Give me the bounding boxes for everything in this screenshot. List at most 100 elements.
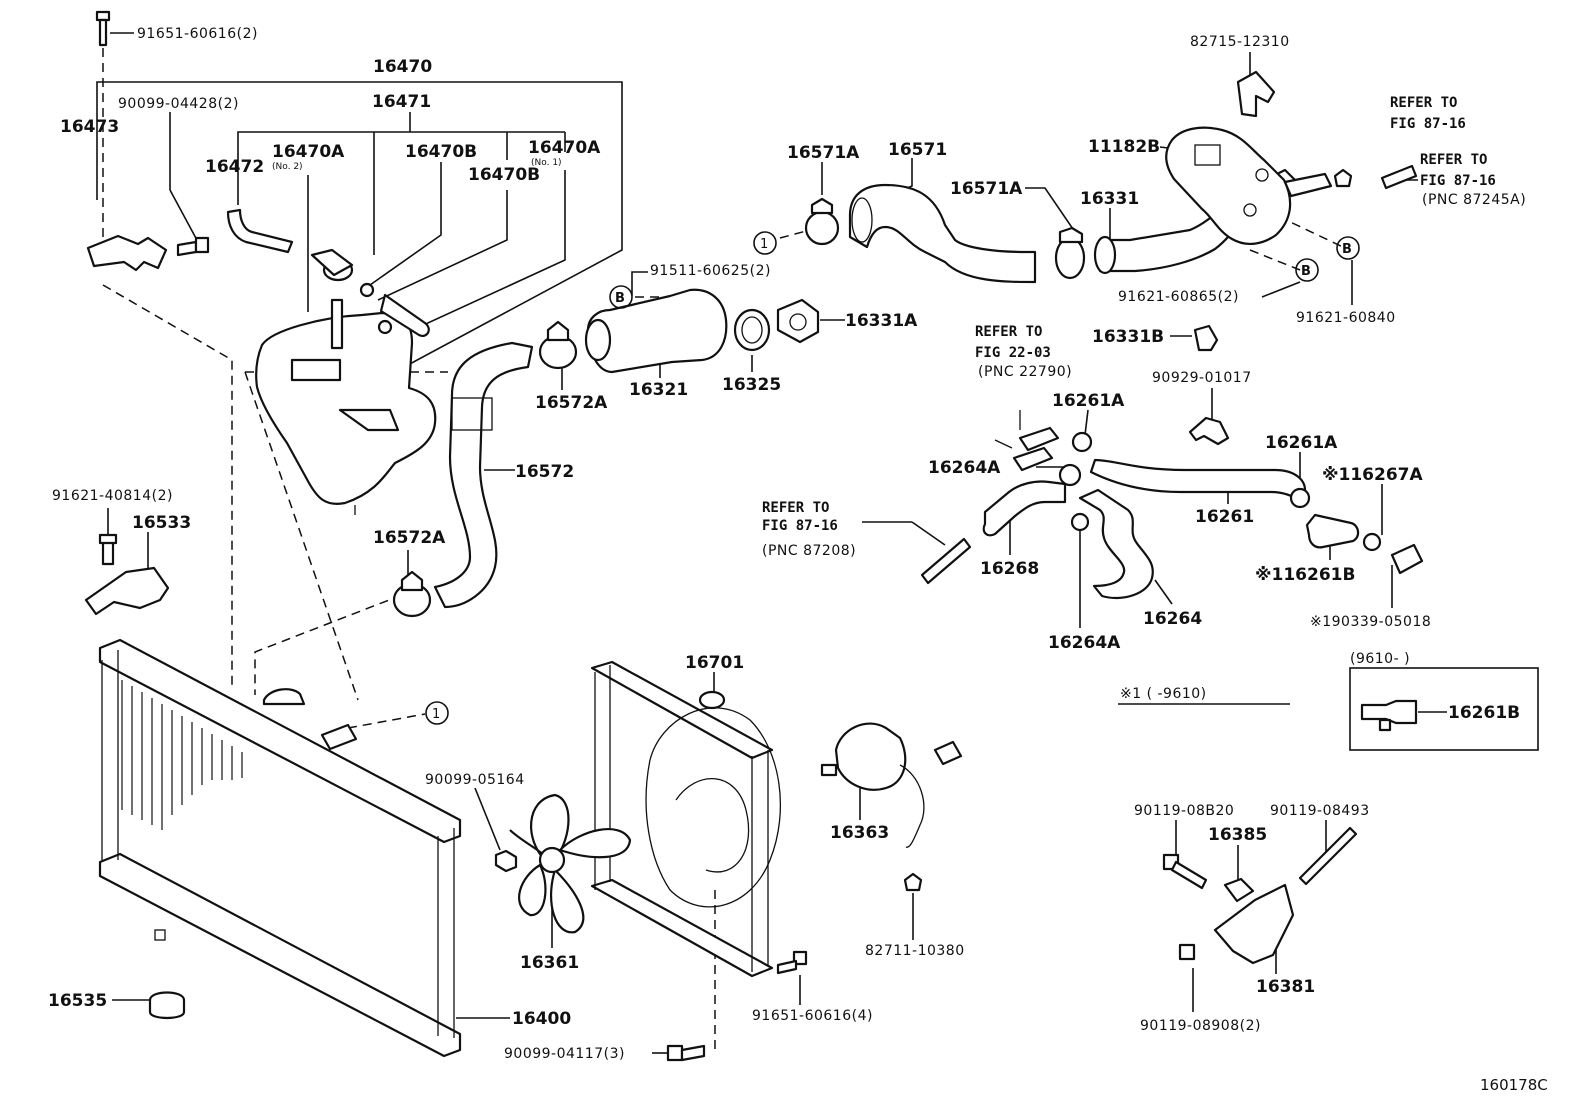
bolt-90099-04117 [666, 1044, 706, 1062]
figure-code: 160178C [1480, 1076, 1548, 1094]
hose-16472 [226, 208, 294, 254]
hose-16571 [848, 183, 1037, 284]
label-16470B-b: 16470B [468, 165, 540, 185]
water-inlet-housing [1093, 126, 1333, 275]
bolt-91651-60616-4 [776, 950, 808, 975]
label-16325: 16325 [722, 375, 781, 395]
label-16400: 16400 [512, 1009, 571, 1029]
nut-90099-05164 [494, 849, 518, 873]
label-16470: 16470 [373, 57, 432, 77]
ref-marker-B-a [609, 285, 633, 309]
label-11182B: 11182B [1088, 137, 1160, 157]
label-82715-12310: 82715-12310 [1190, 34, 1290, 50]
bracket-16381-group [1162, 826, 1358, 965]
label-16361: 16361 [520, 953, 579, 973]
clamp-16572A-bottom [392, 570, 432, 618]
label-16571: 16571 [888, 140, 947, 160]
label-16472: 16472 [205, 157, 264, 177]
label-16572A-top: 16572A [535, 393, 608, 413]
label-16321: 16321 [629, 380, 688, 400]
union-16261B [1305, 513, 1424, 575]
label-16264A-bottom: 16264A [1048, 633, 1121, 653]
label-pnc-87208: (PNC 87208) [762, 543, 856, 559]
clamp-16571A-right [1054, 226, 1086, 280]
label-90339-05018: ※190339-05018 [1310, 614, 1431, 630]
water-outlet-16321 [586, 288, 728, 374]
label-90099-04428-2: 90099-04428(2) [118, 96, 239, 112]
label-inset-16261B: 16261B [1448, 703, 1520, 723]
label-16261: 16261 [1195, 507, 1254, 527]
label-16535: 16535 [48, 991, 107, 1011]
bracket-16473 [86, 234, 168, 272]
ref-marker-1-a [753, 231, 777, 255]
sensor-90929-01017 [1188, 416, 1230, 446]
label-fig-87-16-3: FIG 87-16 [762, 518, 838, 534]
label-16261B: ※116261B [1255, 565, 1355, 585]
hose-16268 [982, 480, 1067, 537]
label-90099-05164: 90099-05164 [425, 772, 525, 788]
label-16331B: 16331B [1092, 327, 1164, 347]
hose-16470B [379, 293, 430, 337]
clamp-16264A [1070, 512, 1090, 532]
label-no1: (No. 1) [531, 158, 562, 168]
clamp-16261A-right [1289, 487, 1311, 509]
label-inset-range: (9610- ) [1350, 651, 1410, 667]
label-refer-to-1: REFER TO [1390, 95, 1457, 111]
label-refer-to-3: REFER TO [975, 324, 1042, 340]
label-pnc-87245A: (PNC 87245A) [1422, 192, 1526, 208]
label-16701: 16701 [685, 653, 744, 673]
ref-marker-1-b [425, 701, 449, 725]
label-16473: 16473 [60, 117, 119, 137]
label-16267A: ※116267A [1322, 465, 1423, 485]
hose-16572 [433, 341, 534, 609]
label-90119-08908-2: 90119-08908(2) [1140, 1018, 1261, 1034]
ref-marker-B-c [1336, 236, 1360, 260]
label-16363: 16363 [830, 823, 889, 843]
part-labels: 91651-60616(2) 16470 90099-04428(2) 1647… [48, 26, 1548, 1094]
fan-shroud-16701 [590, 660, 781, 978]
gasket-16325 [733, 308, 771, 352]
label-16470A-no2: 16470A [272, 142, 345, 162]
clip-icon [1333, 168, 1353, 188]
label-fig-87-16-2: FIG 87-16 [1420, 173, 1496, 189]
label-16331: 16331 [1080, 189, 1139, 209]
ref-marker-1-a-text: 1 [760, 237, 768, 252]
ref-marker-B-b [1295, 258, 1319, 282]
clamp-16261A-top [1071, 431, 1093, 453]
clamp-16572A-top [538, 320, 578, 370]
clip-16470A [359, 282, 375, 298]
hose-end [1380, 164, 1418, 190]
label-16571A-left: 16571A [787, 143, 860, 163]
label-no2: (No. 2) [272, 162, 303, 172]
label-16470B-a: 16470B [405, 142, 477, 162]
hose-16261 [1089, 458, 1307, 504]
label-16572A-bottom: 16572A [373, 528, 446, 548]
label-91621-60865-2: 91621-60865(2) [1118, 289, 1239, 305]
hose-ends-22-03 [994, 410, 1060, 472]
fan-motor-16363 [820, 722, 963, 848]
label-pnc-22790: (PNC 22790) [978, 364, 1072, 380]
label-16268: 16268 [980, 559, 1039, 579]
label-16533: 16533 [132, 513, 191, 533]
plug-16331B [1193, 324, 1219, 352]
bolt-icon [95, 10, 111, 47]
dashed-connections [102, 48, 1346, 1050]
label-16571A-right: 16571A [950, 179, 1023, 199]
pipe-87208 [920, 537, 972, 585]
label-fig-87-16-1: FIG 87-16 [1390, 116, 1466, 132]
label-90929-01017: 90929-01017 [1152, 370, 1252, 386]
clip-82711 [903, 872, 923, 892]
label-90099-04117-3: 90099-04117(3) [504, 1046, 625, 1062]
bolt-90099-04428-icon [176, 236, 210, 257]
inset-box [1349, 667, 1539, 751]
label-16572: 16572 [515, 462, 574, 482]
label-91621-60840: 91621-60840 [1296, 310, 1396, 326]
reservoir-tank [255, 248, 437, 515]
hose-16264 [1078, 488, 1154, 600]
clamp-16571A-left [804, 197, 840, 246]
label-91651-60616-4: 91651-60616(4) [752, 1008, 873, 1024]
label-16471: 16471 [372, 92, 431, 112]
ref-marker-1-b-text: 1 [432, 707, 440, 722]
label-91651-60616-2: 91651-60616(2) [137, 26, 258, 42]
